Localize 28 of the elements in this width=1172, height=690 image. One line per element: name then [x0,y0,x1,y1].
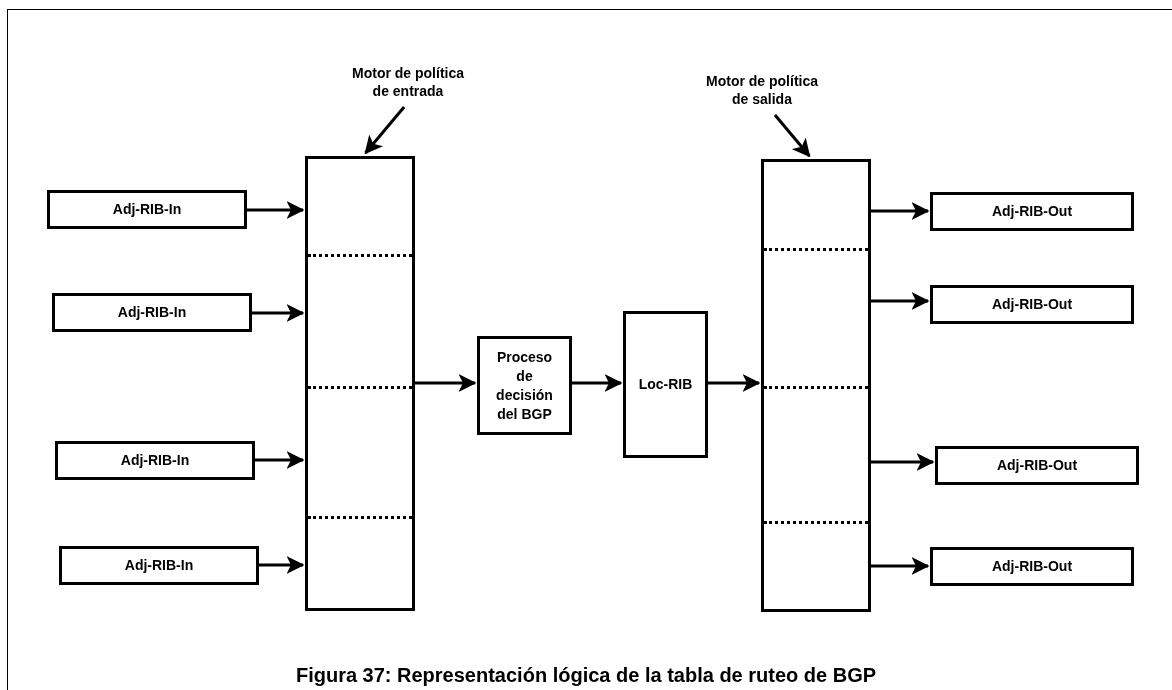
figure-caption: Figura 37: Representación lógica de la tabla de ruteo de BGP [294,663,878,688]
process-box: Loc-RIB [623,311,708,458]
arrow [247,201,305,219]
arrow [415,374,477,392]
process-box: Adj-RIB-In [59,546,259,585]
arrow [252,304,305,322]
process-box: Adj-RIB-Out [930,285,1134,324]
process-box: Adj-RIB-In [47,190,247,229]
process-box: Adj-RIB-In [52,293,252,332]
process-box: Adj-RIB-Out [935,446,1139,485]
arrow [259,556,305,574]
arrow [871,292,930,310]
arrow [708,374,761,392]
arrow [871,202,930,220]
annotation-text: Motor de política de salida [697,68,827,112]
policy-engine-box [761,159,871,612]
process-box: Proceso de decisión del BGP [477,336,572,435]
process-box: Adj-RIB-In [55,441,255,480]
policy-engine-box [305,156,415,611]
annotation-text: Motor de política de entrada [343,60,473,104]
arrow [871,453,935,471]
arrow [871,557,930,575]
arrow [255,451,305,469]
process-box: Adj-RIB-Out [930,547,1134,586]
arrow [572,374,623,392]
arrow [773,114,811,158]
arrow [364,106,406,155]
process-box: Adj-RIB-Out [930,192,1134,231]
